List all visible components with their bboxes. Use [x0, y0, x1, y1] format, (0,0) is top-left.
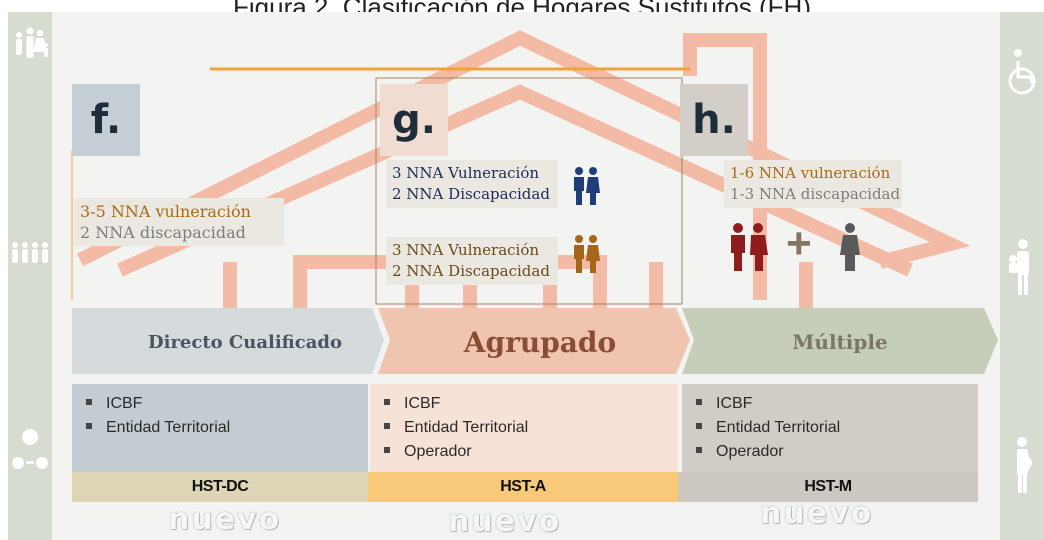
list-item: ICBF: [378, 392, 678, 416]
right-sidebar: [1000, 12, 1044, 540]
section-g-capacity-note-1: 3 NNA Vulneración 2 NNA Discapacidad: [386, 160, 558, 208]
list-item: ICBF: [80, 392, 368, 416]
capacity-disability: 1-3 NNA discapacidad: [730, 185, 901, 203]
pregnant-woman-icon: [1000, 432, 1044, 498]
list-item: ICBF: [690, 392, 978, 416]
couple-red-icon: [726, 222, 770, 277]
couple-navy-icon: [570, 166, 602, 211]
new-badge: nuevo: [760, 496, 874, 531]
section-f-entities: ICBF Entidad Territorial: [72, 384, 368, 474]
capacity-disability: 2 NNA Discapacidad: [392, 262, 550, 280]
family-icon: [8, 22, 52, 72]
category-agrupado-label: Agrupado: [463, 325, 617, 359]
capacity-vulnerability: 3-5 NNA vulneración: [80, 202, 251, 221]
code-hst-a: HST-A: [368, 472, 678, 502]
arrow-agrupado: [378, 308, 690, 374]
section-g-capacity-note-2: 3 NNA Vulneración 2 NNA Discapacidad: [386, 237, 558, 285]
category-multiple-label: Múltiple: [792, 330, 888, 354]
category-directo-label: Directo Cualificado: [148, 332, 342, 353]
section-h-entities: ICBF Entidad Territorial Operador: [682, 384, 978, 474]
code-hst-m: HST-M: [678, 472, 978, 502]
list-item: Entidad Territorial: [690, 416, 978, 440]
plus-sign: +: [786, 219, 812, 268]
capacity-vulnerability: 3 NNA Vulneración: [392, 241, 540, 259]
section-h-letter: h.: [680, 84, 748, 156]
arrow-multiple: [682, 308, 998, 374]
couple-brown-icon: [570, 234, 602, 279]
list-item: Operador: [690, 440, 978, 464]
wheelchair-icon: [1000, 42, 1044, 102]
section-f-letter: f.: [72, 84, 140, 156]
adult-with-child-icon: [1000, 234, 1044, 300]
new-badge: nuevo: [168, 502, 282, 537]
capacity-vulnerability: 1-6 NNA vulneración: [730, 164, 891, 182]
left-sidebar: [8, 12, 52, 540]
code-hst-dc: HST-DC: [72, 472, 368, 502]
section-g-entities: ICBF Entidad Territorial Operador: [370, 384, 678, 474]
list-item: Entidad Territorial: [378, 416, 678, 440]
new-badge: nuevo: [448, 504, 562, 539]
capacity-disability: 2 NNA discapacidad: [80, 223, 246, 242]
group-of-children-icon: [8, 234, 52, 274]
person-grey-icon: [838, 222, 862, 277]
capacity-vulnerability: 3 NNA Vulneración: [392, 164, 540, 182]
section-f-capacity-note: 3-5 NNA vulneración 2 NNA discapacidad: [74, 198, 284, 246]
arrow-directo: [72, 308, 384, 374]
list-item: Entidad Territorial: [80, 416, 368, 440]
capacity-disability: 2 NNA Discapacidad: [392, 185, 550, 203]
section-h-capacity-note: 1-6 NNA vulneración 1-3 NNA discapacidad: [724, 160, 902, 208]
person-network-icon: [8, 424, 52, 476]
list-item: Operador: [378, 440, 678, 464]
section-g-letter: g.: [380, 84, 448, 156]
